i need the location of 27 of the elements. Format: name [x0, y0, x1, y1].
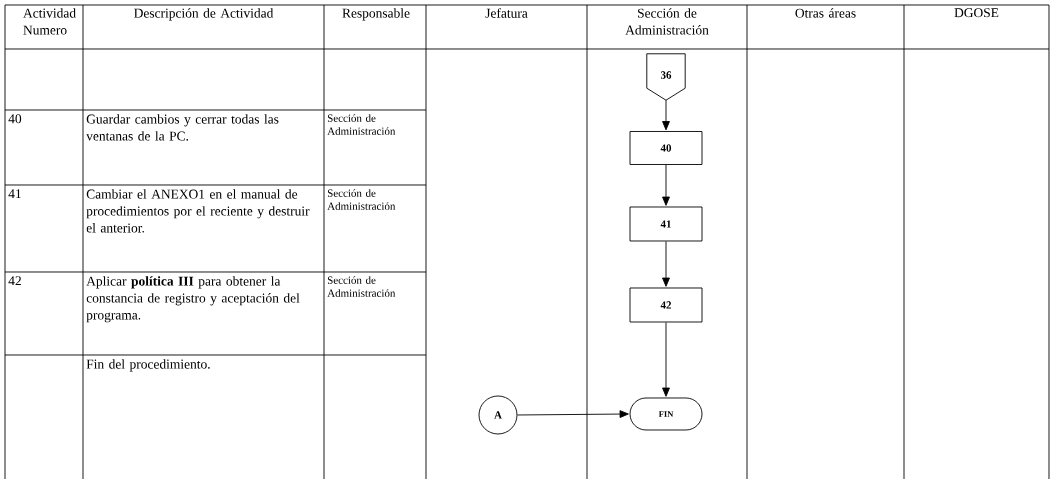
terminator: FIN — [629, 397, 703, 431]
arrow — [662, 241, 670, 287]
arrow — [662, 99, 670, 131]
table-cell-text: Sección de Administración — [327, 276, 396, 297]
table-cell-text: Guardar cambios y cerrar todas las ventanas de la PC. — [86, 114, 279, 141]
table-cell-text: 41 — [8, 189, 21, 199]
column-header: Descripción de Actividad — [134, 8, 274, 21]
off-page-connector: 36 — [646, 53, 686, 101]
process-box: 40 — [629, 131, 703, 165]
table-cell-text: Fin del procedimiento. — [86, 359, 210, 372]
table-cell-text: 40 — [8, 114, 22, 124]
column-header: Sección de Administración — [625, 8, 709, 35]
column-header: DGOSE — [954, 8, 999, 18]
arrow — [517, 410, 629, 418]
table-cell-text: Aplicar política III para obtener la constancia de registro y aceptación del programa. — [86, 276, 300, 323]
column-header: Actividad Numero — [23, 8, 76, 35]
column-header: Jefatura — [485, 8, 528, 18]
table-cell-text: Sección de Administración — [327, 189, 396, 210]
column-header: Responsable — [342, 8, 410, 21]
table-cell-text: 42 — [8, 276, 21, 286]
arrow — [662, 164, 670, 206]
process-box: 41 — [629, 206, 703, 242]
table-cell-text: Sección de Administración — [327, 114, 396, 135]
column-header: Otras áreas — [795, 8, 856, 18]
arrow — [662, 322, 670, 397]
process-box: 42 — [629, 287, 703, 323]
table-cell-text: Cambiar el ANEXO1 en el manual de procedimientos por el reciente y destruir el anterior. — [86, 189, 310, 233]
